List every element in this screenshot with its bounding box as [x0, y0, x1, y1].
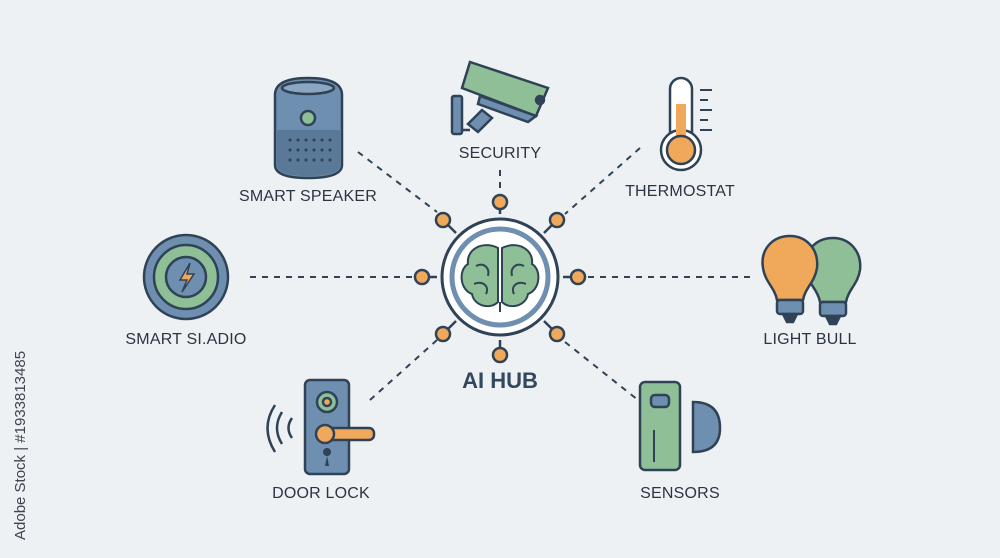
connector-thermostat: [564, 147, 641, 215]
label-smart-speaker: SMART SPEAKER: [238, 188, 378, 205]
hub: [413, 193, 587, 364]
label-thermostat: THERMOSTAT: [625, 183, 735, 200]
label-light-bulb: LIGHT BULL: [763, 331, 857, 348]
sensor-icon: [638, 380, 722, 472]
power-plug-icon: [142, 233, 230, 321]
light-bulbs-icon: [761, 234, 862, 326]
watermark-text: Adobe Stock | #1933813485: [12, 350, 29, 540]
label-smart-radio: SMART SI.ADIO: [125, 331, 247, 348]
connector-sensors: [564, 341, 639, 401]
brain-icon: [460, 244, 540, 312]
speaker-icon: [273, 76, 344, 180]
door-lock-icon: [266, 378, 376, 476]
connector-speaker: [357, 151, 438, 213]
label-door-lock: DOOR LOCK: [272, 485, 370, 502]
label-security: SECURITY: [458, 145, 542, 162]
label-ai-hub: AI HUB: [462, 368, 538, 393]
thermometer-icon: [659, 76, 712, 172]
connector-lines: [250, 147, 752, 401]
label-sensors: SENSORS: [640, 485, 720, 502]
security-camera-icon: [450, 60, 550, 136]
connector-door: [369, 339, 438, 401]
hub-nodes: [413, 193, 587, 364]
